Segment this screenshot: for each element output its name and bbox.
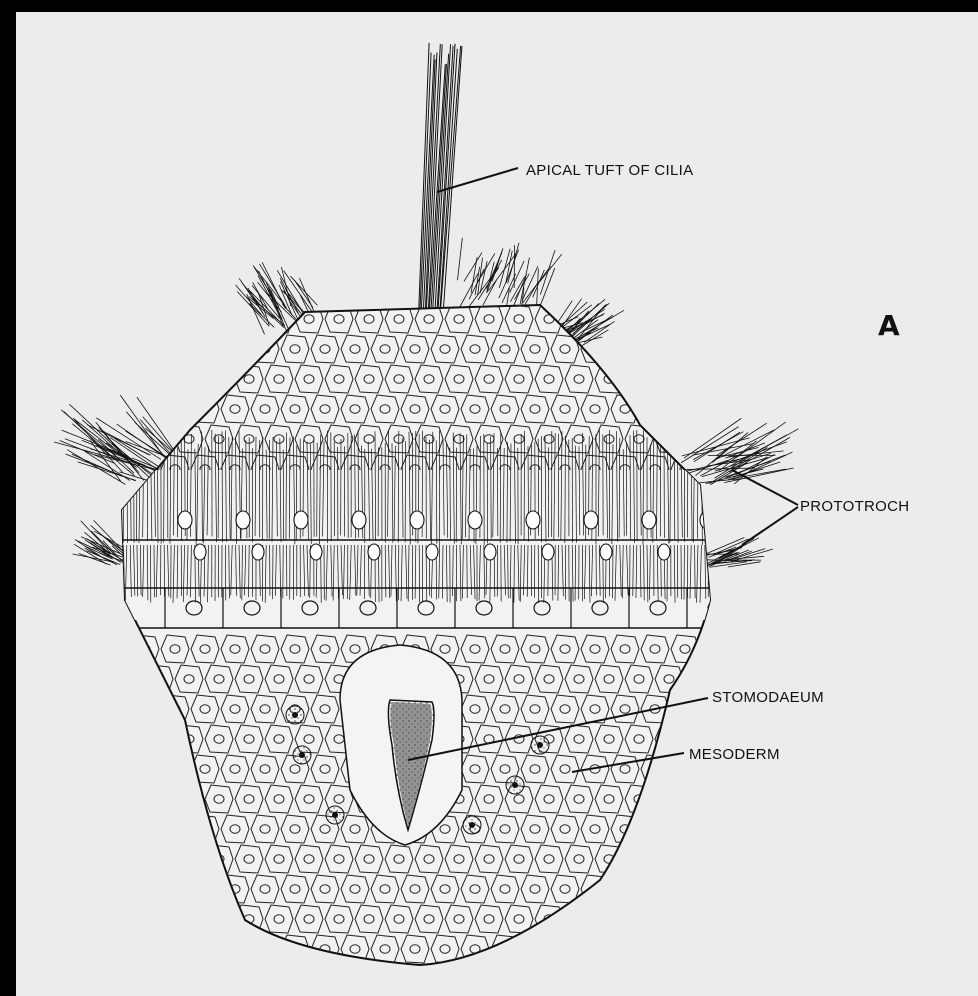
apical-tuft-of-cilia — [419, 43, 462, 310]
panel-letter: A — [878, 309, 900, 342]
label-mesoderm: MESODERM — [689, 746, 780, 763]
label-apical-tuft: APICAL TUFT OF CILIA — [526, 162, 693, 179]
larva-body-outline — [122, 305, 710, 965]
label-prototroch: PROTOTROCH — [800, 498, 909, 515]
label-stomodaeum: STOMODAEUM — [712, 689, 824, 706]
